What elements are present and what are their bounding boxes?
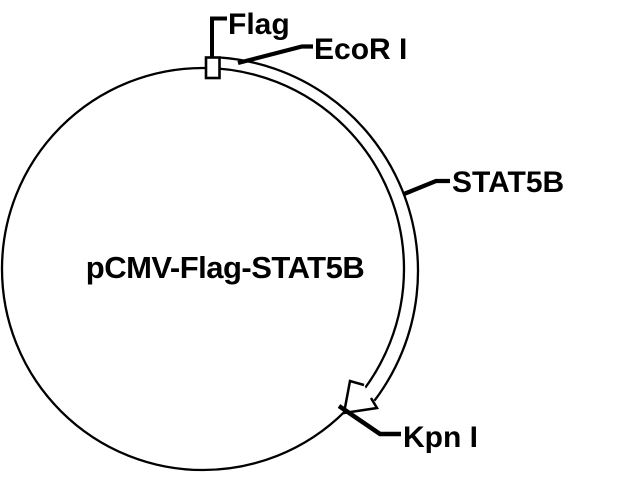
stat5b-leader-line (403, 178, 450, 196)
ecor1-label: EcoR I (314, 33, 407, 66)
plasmid-name-label: pCMV-Flag-STAT5B (86, 250, 364, 285)
plasmid-backbone-circle (0, 66, 406, 472)
insert-direction-arrowhead (342, 379, 380, 415)
stat5b-label: STAT5B (452, 166, 564, 199)
ecor1-leader-line (237, 44, 313, 66)
kpn1-leader-line (337, 404, 401, 437)
flag-marker-box (204, 56, 221, 80)
flag-leader-line (210, 16, 227, 58)
kpn1-label: Kpn I (403, 421, 478, 454)
insert-band-outer-arc (219, 56, 420, 402)
flag-label: Flag (228, 8, 290, 41)
